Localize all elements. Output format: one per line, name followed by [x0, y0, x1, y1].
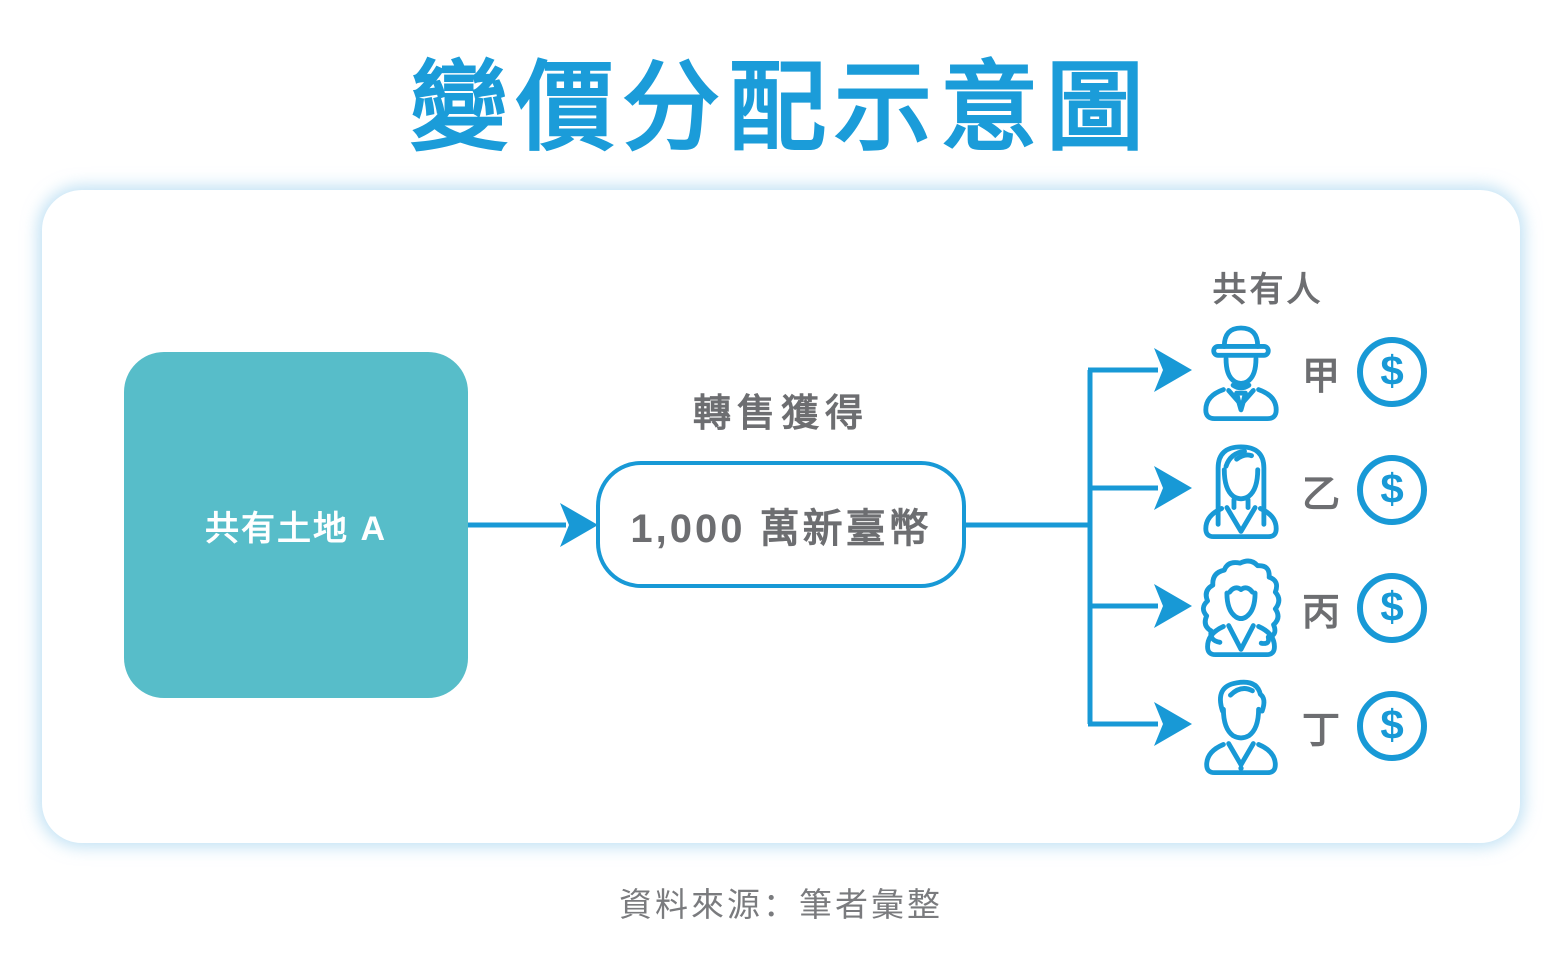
owner-row: 乙 $ — [1197, 436, 1452, 544]
woman-curly-hair-icon — [1197, 556, 1285, 660]
dollar-icon: $ — [1357, 573, 1427, 643]
woman-long-hair-icon — [1197, 438, 1285, 542]
dollar-symbol: $ — [1380, 701, 1404, 748]
dollar-icon: $ — [1357, 455, 1427, 525]
co-owners-header: 共有人 — [1212, 271, 1324, 309]
owner-row: 丙 $ — [1197, 554, 1452, 662]
amount-box: 1,000 萬新臺幣 — [596, 461, 966, 588]
young-man-icon — [1197, 674, 1285, 778]
page-title: 變價分配示意圖 — [409, 52, 1152, 162]
owner-label: 甲 — [1301, 355, 1340, 398]
resale-gain-label: 轉售獲得 — [692, 393, 869, 435]
dollar-symbol: $ — [1380, 347, 1404, 394]
amount-label: 1,000 萬新臺幣 — [630, 506, 932, 551]
source-note: 資料來源：筆者彙整 — [619, 886, 943, 923]
dollar-icon: $ — [1357, 337, 1427, 407]
shared-land-box: 共有土地 A — [124, 352, 468, 698]
owner-label: 丙 — [1301, 591, 1340, 634]
owner-label: 丁 — [1301, 709, 1340, 752]
owner-row: 丁 $ — [1197, 672, 1452, 780]
man-with-hat-icon — [1197, 320, 1285, 424]
dollar-icon: $ — [1357, 691, 1427, 761]
owner-label: 乙 — [1301, 473, 1340, 516]
shared-land-label: 共有土地 A — [205, 509, 387, 548]
dollar-symbol: $ — [1380, 583, 1404, 630]
owner-row: 甲 $ — [1197, 318, 1452, 426]
dollar-symbol: $ — [1380, 465, 1404, 512]
